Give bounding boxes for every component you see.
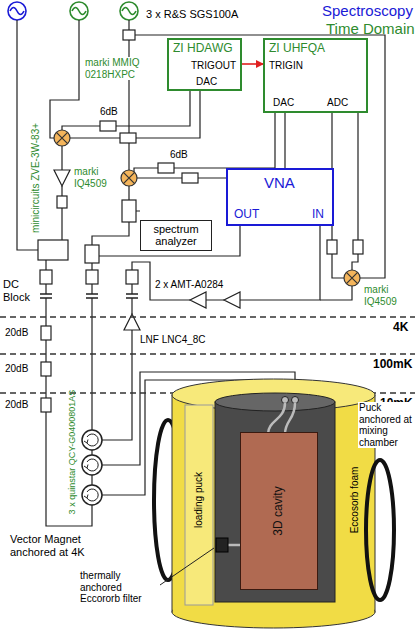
text-label: marki MMIQ 0218HXPC	[84, 57, 148, 80]
vertical-label: 3 x quinstar QCY-G0400801AS	[67, 390, 77, 515]
text-label: 4K	[393, 321, 408, 335]
node-title: 3D cavity	[272, 486, 286, 535]
node-title: spectrum analyzer	[144, 223, 208, 248]
vertical-label: Eccosorb foam	[349, 467, 361, 534]
text-label: DC Block	[3, 278, 37, 303]
instrument-box: ZI HDAWG TRIGOUT DAC	[167, 38, 242, 91]
vertical-label: loading puck	[193, 472, 205, 528]
node-title: VNA	[264, 174, 295, 191]
text-label: 20dB	[5, 327, 28, 339]
port-label: ADC	[327, 97, 348, 109]
port-label: OUT	[234, 208, 259, 222]
text-label: Spectroscopy	[322, 2, 413, 19]
text-label: 2 x AMT-A0284	[155, 279, 223, 291]
text-label: 3 x R&S SGS100A	[146, 8, 238, 21]
node-title: ZI UHFQA	[269, 42, 325, 56]
text-label: 20dB	[5, 363, 28, 375]
instrument-box: spectrum analyzer	[140, 220, 212, 251]
text-label: 6dB	[170, 149, 188, 161]
port-label: TRIGOUT	[191, 60, 236, 72]
text-label: marki IQ4509	[364, 284, 408, 307]
vertical-label: minicircuits ZVE-3W-83+	[30, 123, 42, 233]
trigger-arrow	[242, 63, 263, 65]
port-label: DAC	[196, 76, 217, 88]
port-label: TRIGIN	[269, 60, 303, 72]
port-label: DAC	[273, 97, 294, 109]
text-label: 100mK	[373, 358, 412, 372]
text-label: marki IQ4509	[74, 166, 118, 189]
text-label: 20dB	[5, 399, 28, 411]
node-title: ZI HDAWG	[173, 42, 233, 56]
text-label: Puck anchored at mixing chamber	[358, 402, 415, 448]
text-label: thermally anchored Eccororb filter	[80, 570, 160, 605]
text-label: LNF LNC4_8C	[140, 334, 206, 346]
text-label: Vector Magnet anchored at 4K	[10, 533, 110, 558]
text-label: Time Domain	[326, 20, 415, 37]
instrument-box: ZI UHFQA TRIGIN DAC ADC	[263, 38, 368, 113]
instrument-box: VNA OUT IN	[226, 168, 334, 226]
port-label: IN	[312, 208, 324, 222]
cavity-box: 3D cavity	[240, 432, 318, 590]
text-label: 6dB	[100, 106, 118, 118]
